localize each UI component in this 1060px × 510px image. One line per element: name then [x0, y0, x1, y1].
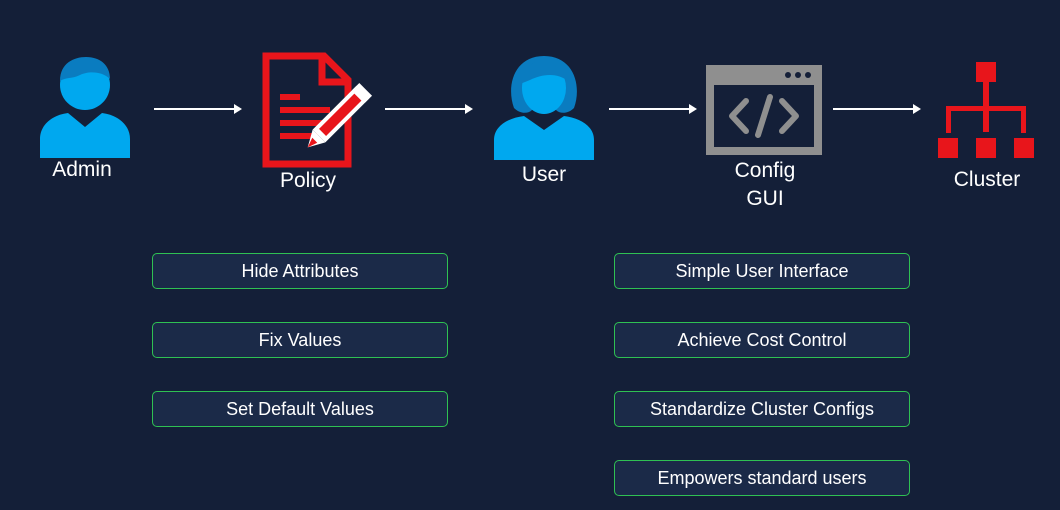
- gui-benefit-standardize-configs: Standardize Cluster Configs: [614, 391, 910, 427]
- policy-feature-fix-values: Fix Values: [152, 322, 448, 358]
- arrow-gui-to-cluster: [833, 104, 921, 114]
- arrow-admin-to-policy: [154, 104, 242, 114]
- policy-label: Policy: [279, 169, 337, 192]
- cluster-hierarchy-icon: [938, 62, 1034, 158]
- gui-benefit-simple-ui: Simple User Interface: [614, 253, 910, 289]
- config-gui-label-line2: GUI: [746, 187, 784, 210]
- admin-label: Admin: [52, 158, 112, 181]
- policy-document-pen-icon: [262, 52, 373, 168]
- code-window-icon: [706, 65, 822, 155]
- user-person-icon: [494, 56, 594, 160]
- gui-benefit-cost-control: Achieve Cost Control: [614, 322, 910, 358]
- user-label: User: [521, 163, 567, 186]
- config-gui-label-line1: Config: [734, 159, 796, 182]
- arrow-policy-to-user: [385, 104, 473, 114]
- arrow-user-to-gui: [609, 104, 697, 114]
- admin-person-icon: [40, 57, 130, 158]
- policy-feature-hide-attributes: Hide Attributes: [152, 253, 448, 289]
- cluster-label: Cluster: [953, 168, 1021, 191]
- policy-feature-set-default-values: Set Default Values: [152, 391, 448, 427]
- gui-benefit-empower-users: Empowers standard users: [614, 460, 910, 496]
